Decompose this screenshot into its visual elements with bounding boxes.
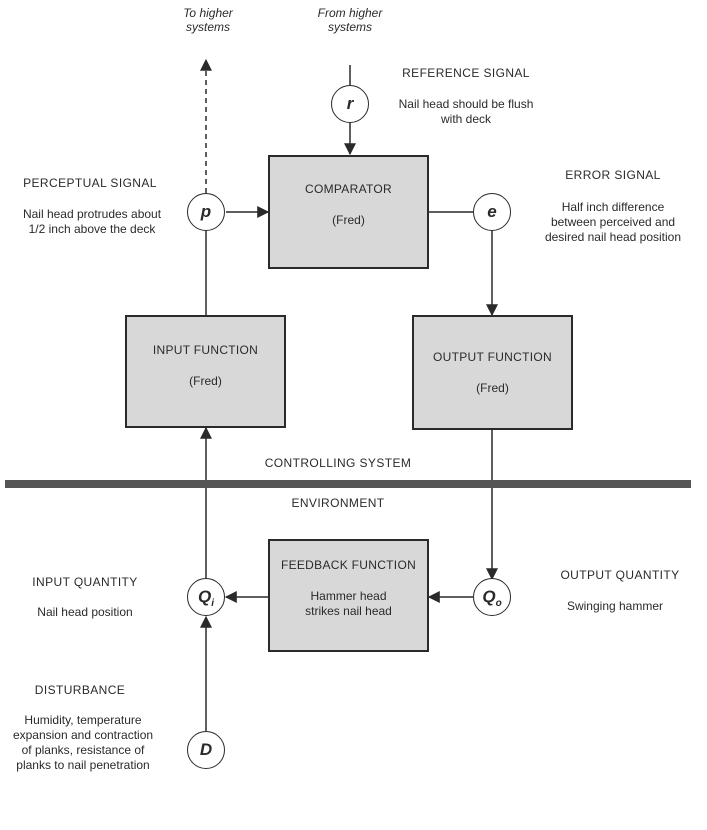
error-node: e [473, 193, 511, 231]
input-quantity-desc: Nail head position [37, 605, 133, 619]
disturbance-desc: Humidity, temperature expansion and cont… [12, 713, 154, 772]
output-quantity-desc: Swinging hammer [566, 599, 664, 613]
perceptual-node: p [187, 193, 225, 231]
from-higher-label: From higher systems [317, 6, 383, 34]
reference-signal-label: REFERENCE SIGNAL [402, 66, 530, 80]
system-divider [5, 480, 691, 488]
feedback-function-sub: Hammer head strikes nail head [305, 589, 392, 618]
comparator-box: COMPARATOR (Fred) [268, 155, 429, 269]
reference-signal-desc: Nail head should be flush with deck [398, 97, 534, 126]
comparator-sub: (Fred) [332, 213, 365, 227]
perceptual-signal-label: PERCEPTUAL SIGNAL [23, 176, 157, 190]
perceptual-signal-desc: Nail head protrudes about 1/2 inch above… [22, 207, 162, 236]
disturbance-label: DISTURBANCE [34, 683, 126, 697]
output-function-title: OUTPUT FUNCTION [433, 350, 552, 364]
input-function-sub: (Fred) [189, 374, 222, 388]
error-signal-label: ERROR SIGNAL [565, 168, 661, 182]
feedback-function-title: FEEDBACK FUNCTION [280, 558, 417, 572]
input-function-box: INPUT FUNCTION (Fred) [125, 315, 286, 428]
reference-node: r [331, 85, 369, 123]
disturbance-node: D [187, 731, 225, 769]
error-signal-desc: Half inch difference between perceived a… [544, 200, 682, 244]
output-function-sub: (Fred) [476, 381, 509, 395]
input-function-title: INPUT FUNCTION [152, 343, 259, 357]
environment-label: ENVIRONMENT [291, 496, 385, 510]
input-quantity-label: INPUT QUANTITY [32, 575, 138, 589]
feedback-function-box: FEEDBACK FUNCTION Hammer head strikes na… [268, 539, 429, 652]
comparator-title: COMPARATOR [304, 182, 392, 196]
to-higher-label: To higher systems [183, 6, 233, 34]
output-function-box: OUTPUT FUNCTION (Fred) [412, 315, 573, 430]
controlling-system-label: CONTROLLING SYSTEM [264, 456, 412, 470]
output-quantity-label: OUTPUT QUANTITY [560, 568, 680, 582]
